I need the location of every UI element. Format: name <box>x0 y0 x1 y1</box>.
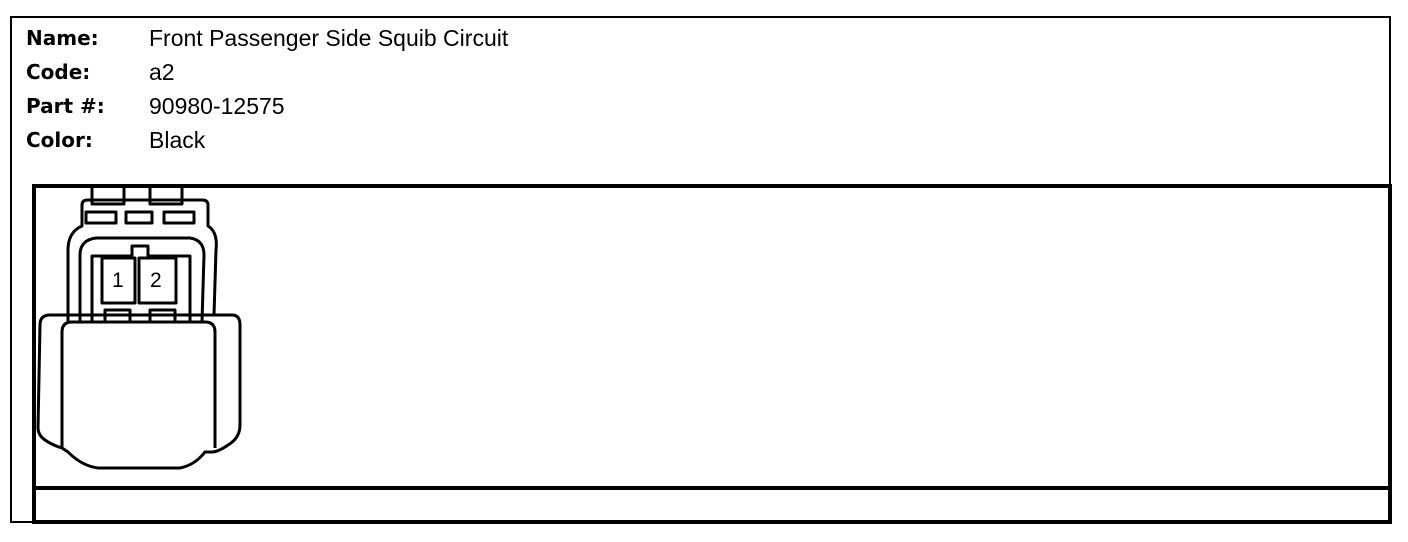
color-value: Black <box>149 127 206 153</box>
connector-body-outline <box>36 313 242 470</box>
pin-1-label: 1 <box>112 269 124 292</box>
connector-body-inner <box>60 320 217 448</box>
top-tab-right <box>148 184 184 206</box>
code-label: Code: <box>26 60 91 84</box>
code-value: a2 <box>149 59 175 85</box>
latch-housing-outline <box>66 198 218 322</box>
name-value: Front Passenger Side Squib Circuit <box>149 25 509 51</box>
pin-2-label: 2 <box>150 269 162 292</box>
diagram-footer-bar <box>32 486 1392 524</box>
name-label: Name: <box>26 26 99 50</box>
pin-1-cavity <box>100 256 137 305</box>
connector-face-diagram: 1 2 <box>36 184 242 470</box>
pin-2-cavity <box>137 256 178 305</box>
color-label: Color: <box>26 128 93 152</box>
connector-info-sheet <box>10 16 1391 523</box>
top-tab-left <box>90 184 126 206</box>
part-number-value: 90980-12575 <box>149 93 285 119</box>
slot-center <box>124 210 154 225</box>
latch-housing-inner <box>78 236 206 323</box>
pin-cavity-outline <box>90 244 192 324</box>
part-number-label: Part #: <box>26 94 105 118</box>
slot-left <box>84 210 118 225</box>
slot-right <box>162 210 196 225</box>
